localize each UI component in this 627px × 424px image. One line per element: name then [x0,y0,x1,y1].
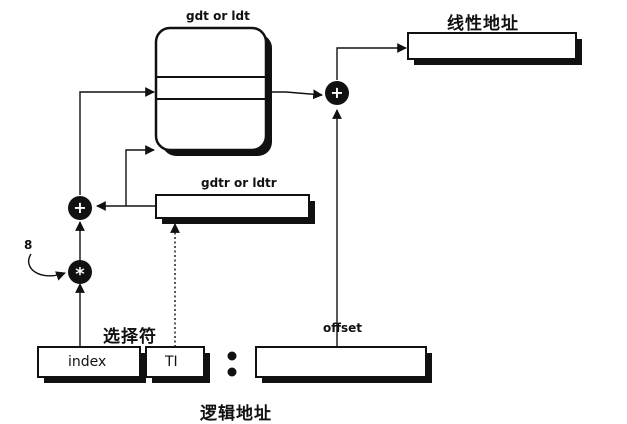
linear-address-label: 线性地址 [447,14,519,34]
gdtr-ldtr-register [155,194,315,224]
arrow-plus-to-linear-address [336,43,407,80]
plus-operator-right: + [325,81,349,105]
offset-box [255,346,432,383]
offset-label: offset [323,321,362,335]
multiply-symbol: * [75,264,85,285]
selector-index-box [37,346,146,383]
separator-dot-bottom [227,367,237,377]
arrow-plus-to-descriptor [79,87,155,195]
arrow-descriptor-to-plus [266,89,323,100]
gdt-ldt-table [154,26,272,156]
selector-ti-box [145,346,210,383]
multiply-operator: * [68,260,92,285]
arrow-eight-to-multiply [28,253,66,281]
gdt-ldt-label: gdt or ldt [186,9,250,23]
ti-field-label: TI [165,354,178,370]
plus-symbol-right: + [330,83,343,102]
gdtr-ldtr-label: gdtr or ldtr [201,176,277,190]
logical-address-label: 逻辑地址 [200,404,272,424]
selector-label: 选择符 [103,327,157,347]
arrow-gdtr-to-table [125,145,155,206]
multiplier-eight-label: 8 [24,238,33,252]
linear-address-box [407,32,582,65]
plus-symbol-left: + [73,198,86,217]
plus-operator-left: + [68,196,92,220]
index-field-label: index [68,354,107,370]
separator-dot-top [227,351,237,361]
